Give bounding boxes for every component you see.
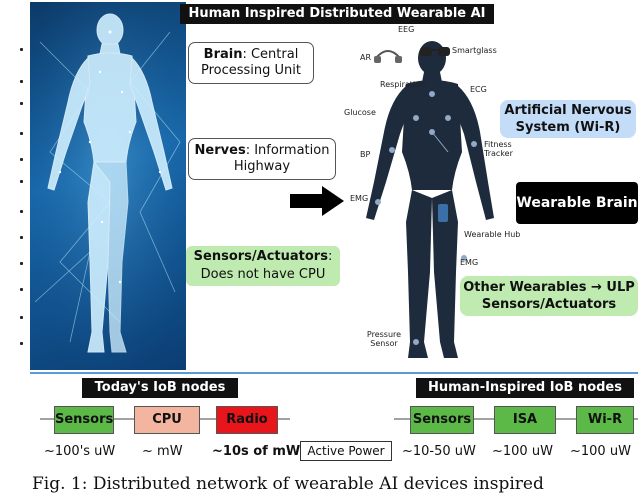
brain-callout-bold: Brain: [203, 47, 243, 62]
wireframe-human-image: [30, 2, 186, 370]
wearable-hub-label: Wearable Hub: [464, 230, 521, 239]
todays-sensors-node: Sensors: [54, 406, 114, 434]
figure-title: Human Inspired Distributed Wearable AI: [180, 4, 494, 24]
todays-radio-node: Radio: [216, 406, 278, 434]
active-power-legend: Active Power: [300, 441, 392, 461]
human-wir-power: ~100 uW: [570, 444, 631, 459]
sensors-callout-text: : Does not have CPU: [200, 249, 333, 282]
brain-callout-text: : Central Processing Unit: [200, 47, 301, 78]
nerves-callout-bold: Nerves: [194, 143, 246, 158]
other-wearables-callout: Other Wearables → ULP Sensors/Actuators: [460, 276, 638, 316]
nerves-callout: Nerves: Information Highway: [188, 138, 336, 180]
todays-cpu-node: CPU: [134, 406, 200, 434]
wearable-brain-callout: Wearable Brain: [516, 182, 638, 224]
human-inspired-iob-header: Human-Inspired IoB nodes: [416, 378, 634, 398]
margin-marks: [0, 40, 26, 370]
fitness-tracker-label: Fitness Tracker: [484, 140, 513, 158]
section-divider: [30, 372, 638, 374]
body-silhouette: [366, 41, 494, 358]
smartglass-icon: [420, 47, 450, 56]
right-arrow-icon: [290, 186, 344, 216]
ecg-label: ECG: [470, 85, 487, 94]
sensors-callout: Sensors/Actuators: Does not have CPU: [186, 246, 340, 286]
human-isa-node: ISA: [494, 406, 556, 434]
sensors-callout-bold: Sensors/Actuators: [193, 249, 328, 264]
human-wir-node: Wi-R: [576, 406, 634, 434]
eeg-label: EEG: [398, 25, 415, 34]
nerves-callout-text: : Information Highway: [233, 143, 330, 174]
ar-headset-icon: [374, 50, 402, 63]
artificial-nervous-system-callout: Artificial Nervous System (Wi-R): [500, 100, 636, 138]
human-sensors-node: Sensors: [410, 406, 474, 434]
emg-right-label: EMG: [460, 258, 479, 267]
brain-callout: Brain: Central Processing Unit: [188, 42, 314, 84]
figure-caption: Fig. 1: Distributed network of wearable …: [32, 474, 544, 494]
smartglass-label: Smartglass: [452, 46, 497, 55]
todays-radio-power: ~10s of mW: [212, 444, 301, 459]
human-sensors-power: ~10-50 uW: [402, 444, 476, 459]
todays-cpu-power: ~ mW: [142, 444, 183, 459]
todays-iob-header: Today's IoB nodes: [82, 378, 238, 398]
pressure-sensor-label: Pressure Sensor: [366, 330, 402, 348]
glucose-label: Glucose: [344, 108, 376, 117]
human-isa-power: ~100 uW: [492, 444, 553, 459]
todays-sensors-power: ~100's uW: [44, 444, 116, 459]
ar-label: AR: [360, 53, 372, 62]
respiration-label: Respiration: [380, 80, 426, 89]
emg-left-label: EMG: [350, 194, 369, 203]
bp-label: BP: [360, 150, 371, 159]
